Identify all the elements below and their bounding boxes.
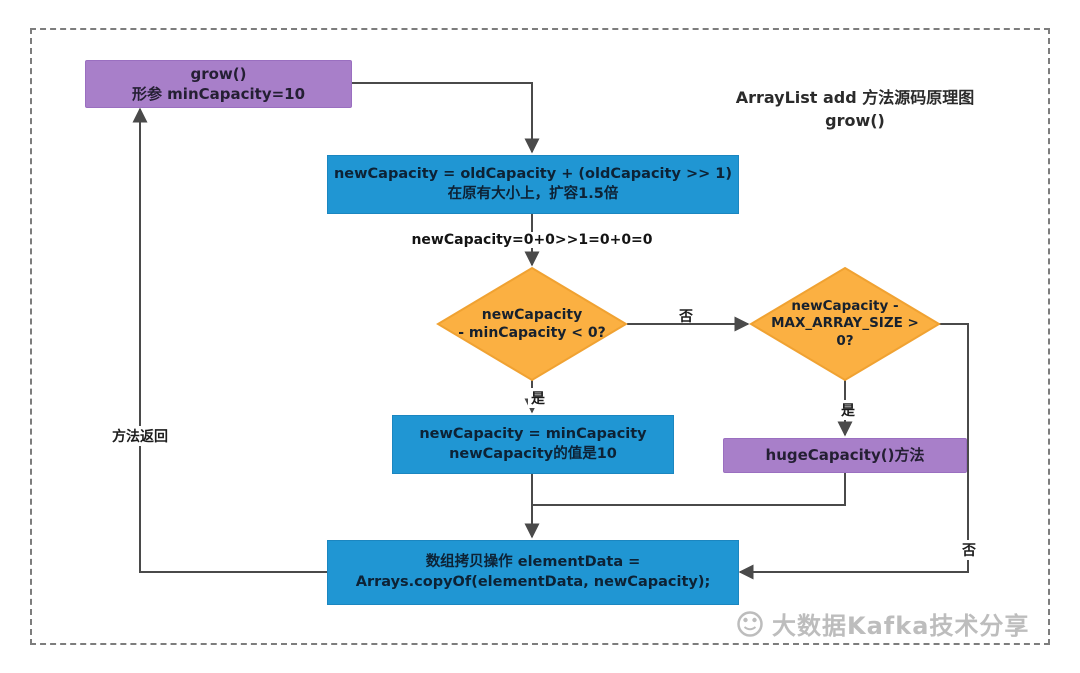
- check-min-line1: newCapacity: [481, 306, 583, 323]
- watermark-logo-icon: [737, 610, 763, 637]
- watermark: 大数据Kafka技术分享: [735, 606, 1029, 641]
- assign-node-line2: newCapacity的值是10: [449, 445, 617, 462]
- check-max-line2: MAX_ARRAY_SIZE >: [771, 315, 919, 332]
- connector-grow-to-calc: [350, 82, 540, 154]
- assign-node-line1: newCapacity = minCapacity: [419, 425, 647, 442]
- check-max-array-diamond-shape: [749, 266, 941, 382]
- calc-result-label: newCapacity=0+0>>1=0+0=0: [402, 232, 662, 248]
- label-no-right-branch: 否: [959, 540, 979, 560]
- copy-node-line1: 数组拷贝操作 elementData =: [425, 553, 641, 570]
- watermark-text: 大数据Kafka技术分享: [772, 612, 1030, 640]
- grow-node-line2: 形参 minCapacity=10: [131, 85, 306, 103]
- check-max-array-diamond-label: newCapacity - MAX_ARRAY_SIZE > 0?: [755, 284, 935, 364]
- check-min-capacity-diamond-label: newCapacity - minCapacity < 0?: [442, 286, 622, 362]
- connector-checkmax-no-to-copy: [738, 323, 969, 580]
- assign-min-capacity-node: newCapacity = minCapacity newCapacity的值是…: [392, 415, 674, 474]
- label-yes-right-branch: 是: [838, 400, 858, 420]
- grow-node: grow() 形参 minCapacity=10: [85, 60, 352, 108]
- copy-node-line2: Arrays.copyOf(elementData, newCapacity);: [355, 573, 711, 590]
- grow-node-line1: grow(): [190, 64, 247, 83]
- diagram-title-line2: grow(): [825, 111, 885, 131]
- label-no-between-diamonds: 否: [679, 309, 693, 325]
- new-capacity-calc-node: newCapacity = oldCapacity + (oldCapacity…: [327, 155, 739, 214]
- huge-capacity-node: hugeCapacity()方法: [723, 438, 967, 473]
- diagram-title: ArrayList add 方法源码原理图 grow(): [690, 86, 1020, 132]
- connector-copy-return-to-grow: [132, 107, 327, 573]
- check-min-line2: - minCapacity < 0?: [458, 325, 606, 341]
- diagram-title-line1: ArrayList add 方法源码原理图: [735, 88, 975, 107]
- connector-huge-to-merge: [533, 471, 846, 506]
- check-min-capacity-diamond-shape: [436, 266, 628, 382]
- calc-node-line2: 在原有大小上，扩容1.5倍: [447, 185, 619, 202]
- check-max-line1: newCapacity -: [791, 297, 899, 314]
- huge-node-label: hugeCapacity()方法: [765, 446, 925, 465]
- calc-node-line1: newCapacity = oldCapacity + (oldCapacity…: [333, 165, 733, 182]
- array-copy-node: 数组拷贝操作 elementData = Arrays.copyOf(eleme…: [327, 540, 739, 605]
- label-yes-left-branch: 是: [528, 388, 548, 408]
- label-method-return: 方法返回: [103, 426, 177, 446]
- check-max-line3: 0?: [836, 332, 854, 349]
